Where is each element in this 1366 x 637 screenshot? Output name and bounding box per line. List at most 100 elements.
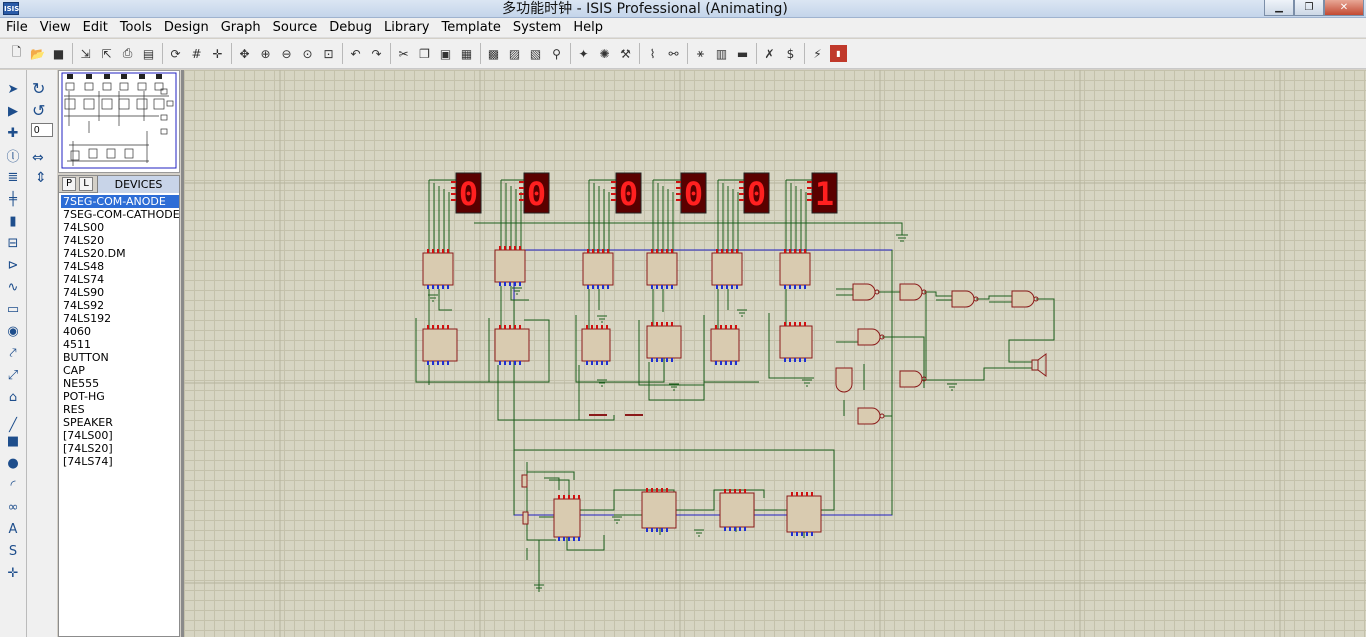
remove-sheet-icon[interactable]: ▬ [736,46,749,61]
menu-graph[interactable]: Graph [220,20,261,35]
selection-mode-icon[interactable]: ➤ [7,81,19,97]
device-list-item[interactable]: 74LS20 [63,234,105,247]
new-sheet-icon[interactable]: ▥ [715,46,728,61]
wire-label-icon[interactable]: ⓛ [6,149,20,165]
device-list-item[interactable]: 74LS92 [63,299,105,312]
marker-icon[interactable]: ✛ [7,565,19,581]
voltage-probe-icon[interactable]: ⤤ [9,345,17,361]
device-list-item[interactable]: 4511 [63,338,91,351]
pan-icon[interactable]: ✥ [239,46,250,61]
device-list-item[interactable]: SPEAKER [63,416,113,429]
circle-icon[interactable]: ● [7,455,19,471]
menu-help[interactable]: Help [573,20,603,35]
generator-icon[interactable]: ◉ [7,323,19,339]
rotate-anticlockwise-icon[interactable]: ↺ [32,101,46,120]
search-tag-icon[interactable]: ⚯ [668,46,679,61]
menu-edit[interactable]: Edit [82,20,108,35]
close-button[interactable]: ✕ [1324,0,1364,16]
new-icon[interactable]: 🗋 [11,45,22,59]
cut-icon[interactable]: ✂ [398,46,409,61]
save-icon[interactable]: ■ [52,46,65,61]
pick-devices-button[interactable]: P [62,177,76,191]
mirror-x-icon[interactable]: ⇔ [32,150,44,166]
decompose-icon[interactable]: ⚒ [620,46,631,61]
menu-source[interactable]: Source [272,20,318,35]
bill-of-materials-icon[interactable]: $ [786,46,795,61]
rotation-angle-input[interactable] [31,123,53,137]
make-device-icon[interactable]: ✦ [578,46,589,61]
device-list-item[interactable]: 74LS20.DM [63,247,126,260]
arc-icon[interactable]: ◜ [10,477,16,493]
mirror-y-icon[interactable]: ⇕ [35,170,47,186]
device-list-item[interactable]: [74LS20] [63,442,113,455]
device-list-item[interactable]: 7SEG-COM-ANODE [61,195,179,208]
device-list-item[interactable]: 74LS48 [63,260,105,273]
tape-recorder-icon[interactable]: ▭ [6,301,20,317]
path-icon[interactable]: ∞ [7,499,19,515]
device-list-item[interactable]: NE555 [63,377,100,390]
overview-window[interactable] [58,70,180,173]
zoom-in-icon[interactable]: ⊕ [260,46,271,61]
undo-icon[interactable]: ↶ [350,46,361,61]
zoom-out-icon[interactable]: ⊖ [281,46,292,61]
device-list-item[interactable]: 7SEG-COM-CATHODE [63,208,180,221]
import-icon[interactable]: ⇲ [80,46,91,61]
device-list-item[interactable]: RES [63,403,85,416]
menu-library[interactable]: Library [384,20,430,35]
goto-sheet-icon[interactable]: ✗ [764,46,775,61]
export-icon[interactable]: ⇱ [101,46,112,61]
block-copy-icon[interactable]: ▦ [460,46,473,61]
menu-view[interactable]: View [39,20,71,35]
menu-system[interactable]: System [512,20,562,35]
menu-file[interactable]: File [6,20,28,35]
line-icon[interactable]: ╱ [9,417,17,433]
device-pins-icon[interactable]: ⊳ [7,257,19,273]
toggle-grid-icon[interactable]: # [191,46,202,61]
zoom-area-icon[interactable]: ⊡ [323,46,334,61]
menu-debug[interactable]: Debug [329,20,373,35]
copy-icon[interactable]: ❐ [419,46,430,61]
terminals-icon[interactable]: ⊟ [7,235,19,251]
electrical-rule-check-icon[interactable]: ⚡ [813,46,822,61]
open-icon[interactable]: 📂 [30,46,45,61]
menu-design[interactable]: Design [163,20,209,35]
redo-icon[interactable]: ↷ [371,46,382,61]
block-delete-icon[interactable]: ▧ [529,46,542,61]
origin-icon[interactable]: ✛ [212,46,223,61]
device-list-item[interactable]: POT-HG [63,390,105,403]
block-move-icon[interactable]: ▩ [487,46,500,61]
package-tool-icon[interactable]: ✺ [599,46,610,61]
device-list-item[interactable]: CAP [63,364,85,377]
device-list-item[interactable]: [74LS74] [63,455,113,468]
device-list-item[interactable]: 74LS90 [63,286,105,299]
subcircuit-icon[interactable]: ▮ [9,213,17,229]
refresh-icon[interactable]: ⟳ [170,46,181,61]
zoom-all-icon[interactable]: ⊙ [302,46,313,61]
menu-template[interactable]: Template [441,20,501,35]
wire-autorouter-icon[interactable]: ⌇ [649,46,656,61]
box-icon[interactable]: ■ [6,433,20,449]
virtual-instruments-icon[interactable]: ⌂ [8,389,18,405]
netlist-to-ares-icon[interactable]: ▮ [830,45,847,62]
library-manager-button[interactable]: L [79,177,93,191]
property-assign-icon[interactable]: ⚹ [696,46,705,60]
graph-icon[interactable]: ∿ [7,279,19,295]
text-script-icon[interactable]: ≣ [7,169,19,185]
device-list-item[interactable]: 4060 [63,325,91,338]
junction-dot-icon[interactable]: ✚ [7,125,19,141]
symbol-icon[interactable]: S [8,543,18,559]
device-list-item[interactable]: 74LS00 [63,221,105,234]
current-probe-icon[interactable]: ⤢ [7,367,19,383]
bus-icon[interactable]: ╪ [9,191,17,207]
printer-setup-icon[interactable]: ▤ [142,46,155,61]
rotate-clockwise-icon[interactable]: ↻ [32,79,46,98]
device-list-item[interactable]: 74LS74 [63,273,105,286]
device-list-item[interactable]: BUTTON [63,351,109,364]
paste-icon[interactable]: ▣ [439,46,452,61]
minimize-button[interactable]: ▁ [1264,0,1294,16]
block-rotate-icon[interactable]: ▨ [508,46,521,61]
menu-tools[interactable]: Tools [119,20,152,35]
device-list-item[interactable]: 74LS192 [63,312,112,325]
device-list-item[interactable]: [74LS00] [63,429,113,442]
